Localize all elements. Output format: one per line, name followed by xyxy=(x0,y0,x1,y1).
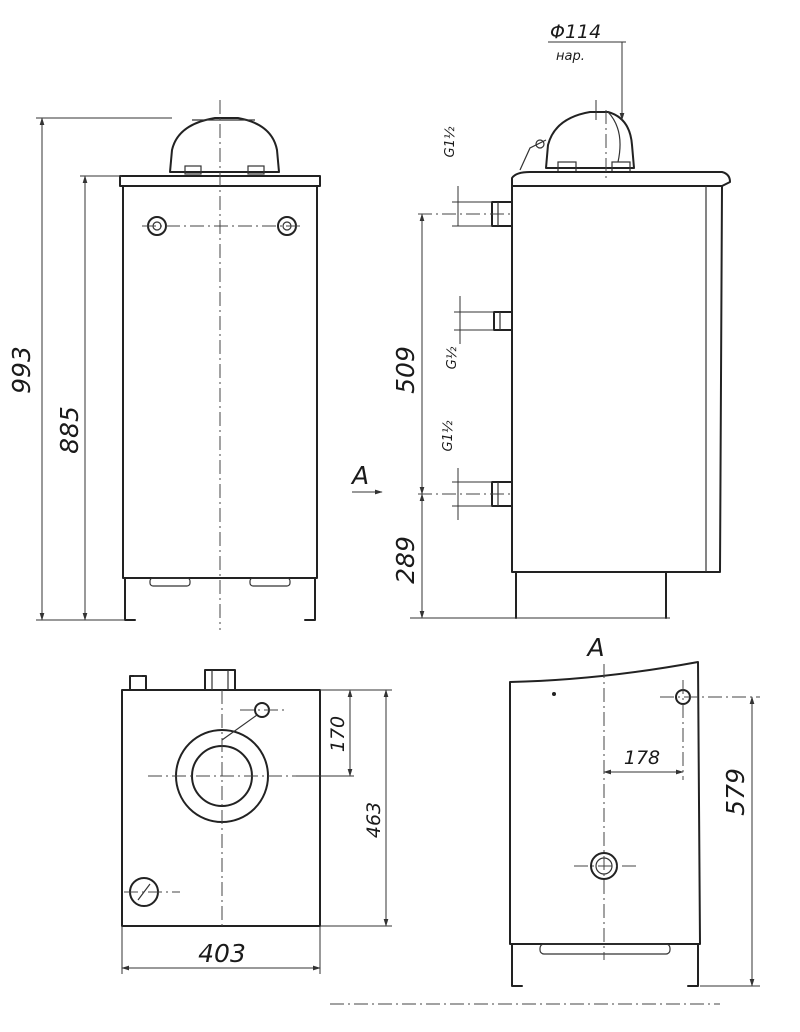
dim-offset: 178 xyxy=(624,747,660,769)
dim-height-body: 885 xyxy=(55,406,84,454)
top-cover xyxy=(119,175,321,187)
dim-height-total: 993 xyxy=(7,346,36,394)
view-a xyxy=(509,661,760,987)
connection-top xyxy=(418,201,513,227)
dim-depth: 463 xyxy=(363,802,385,838)
dim-bottom: 289 xyxy=(391,536,420,584)
view-marker-a: A xyxy=(350,461,369,490)
dim-width: 403 xyxy=(198,939,246,968)
dim-view-a-height: 579 xyxy=(721,768,750,816)
connection-middle xyxy=(493,311,513,331)
label-connection-middle: G½ xyxy=(445,346,460,369)
label-connection-bottom: G1½ xyxy=(441,420,456,451)
side-body xyxy=(511,185,723,573)
connection-bottom xyxy=(418,481,513,507)
dim-connections: 509 xyxy=(391,346,420,394)
view-a-body xyxy=(509,661,701,945)
side-flue-hood xyxy=(545,111,635,169)
top-view-body xyxy=(121,689,321,927)
dim-flue-diameter: Φ114 xyxy=(550,21,601,43)
flue-note: нар. xyxy=(556,49,585,64)
view-a-title: A xyxy=(585,633,604,662)
front-view xyxy=(36,100,321,630)
dim-flue-offset: 170 xyxy=(327,716,349,752)
label-connection-top: G1½ xyxy=(443,126,458,157)
top-view xyxy=(121,669,392,974)
side-view xyxy=(352,41,731,619)
side-top-cover xyxy=(511,171,731,187)
flue-hood xyxy=(169,117,280,173)
front-base-stand xyxy=(124,577,316,621)
